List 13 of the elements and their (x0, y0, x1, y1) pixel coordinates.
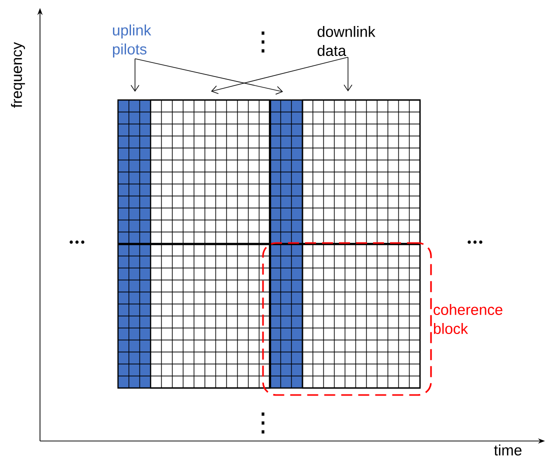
leader-arrow (134, 58, 283, 95)
ellipsis: ⋮ (262, 412, 264, 434)
node-label: coherence block (434, 304, 502, 334)
leader-arrow (130, 58, 140, 92)
leader-arrow (344, 56, 352, 92)
ellipsis: ••• (468, 240, 482, 244)
axis-label: frequency (11, 42, 25, 108)
callout-label: uplink pilots (112, 24, 152, 58)
leader-arrow (211, 56, 348, 94)
ellipsis: ••• (70, 240, 84, 244)
ellipsis: ⋮ (262, 32, 264, 52)
callout-label: downlink data (318, 26, 376, 56)
axis-label: time (494, 444, 522, 456)
